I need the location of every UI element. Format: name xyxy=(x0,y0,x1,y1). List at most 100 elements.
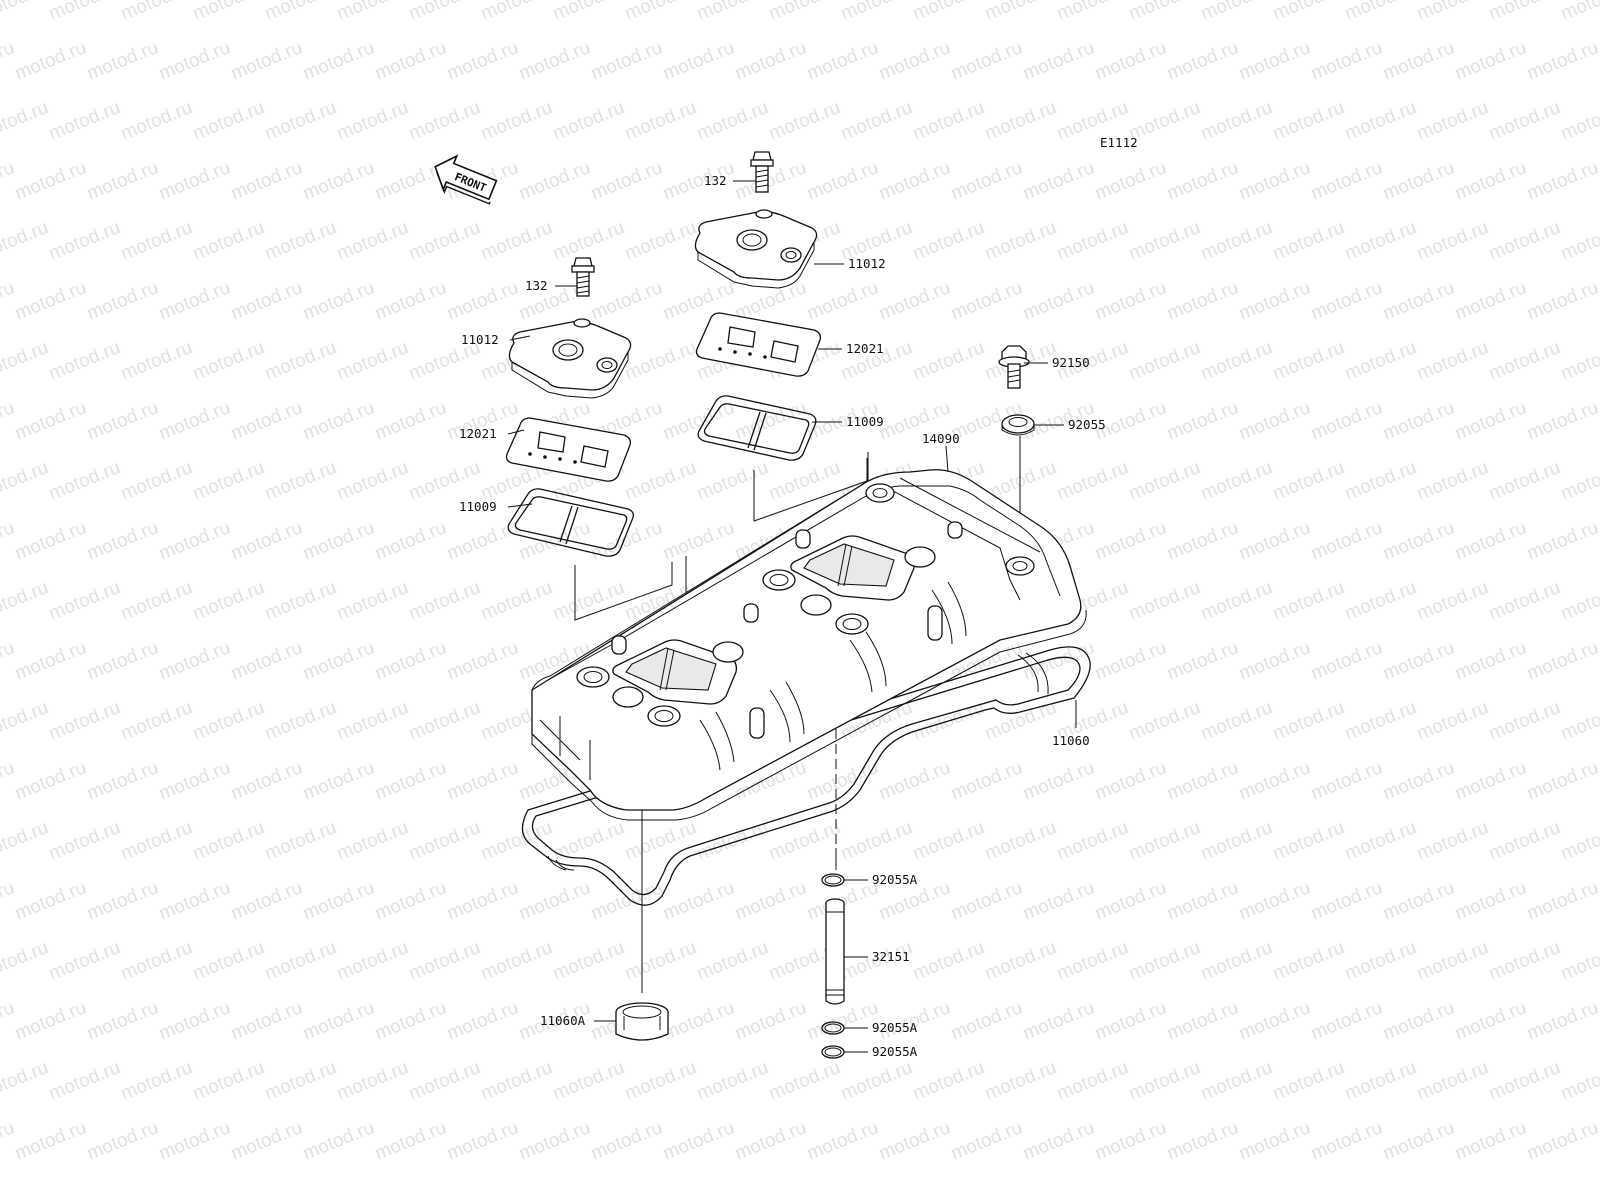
watermark-text: motod.ru xyxy=(334,457,411,505)
watermark-text: motod.ru xyxy=(694,97,771,145)
gasket-left xyxy=(507,488,634,557)
watermark-text: motod.ru xyxy=(588,37,665,85)
watermark-text: motod.ru xyxy=(1198,937,1275,985)
watermark-text: motod.ru xyxy=(804,757,881,805)
watermark-text: motod.ru xyxy=(1092,997,1169,1045)
watermark-text: motod.ru xyxy=(766,97,843,145)
watermark-text: motod.ru xyxy=(372,157,449,205)
valve-cover-gasket xyxy=(521,646,1091,906)
watermark-text: motod.ru xyxy=(228,397,305,445)
watermark-text: motod.ru xyxy=(478,1057,555,1105)
label-plug-gasket: 11060A xyxy=(540,1013,586,1028)
watermark-text: motod.ru xyxy=(1236,637,1313,685)
watermark-text: motod.ru xyxy=(334,217,411,265)
watermark-text: motod.ru xyxy=(1020,757,1097,805)
watermark-text: motod.ru xyxy=(1524,877,1600,925)
label-plate-left: 12021 xyxy=(459,426,497,441)
watermark-text: motod.ru xyxy=(1270,0,1347,25)
watermark-text: motod.ru xyxy=(118,457,195,505)
watermark-text: motod.ru xyxy=(84,397,161,445)
watermark-text: motod.ru xyxy=(766,817,843,865)
watermark-text: motod.ru xyxy=(0,37,17,85)
watermark-text: motod.ru xyxy=(12,997,89,1045)
watermark-text: motod.ru xyxy=(118,937,195,985)
watermark-text: motod.ru xyxy=(444,1117,521,1165)
watermark-text: motod.ru xyxy=(1558,817,1600,865)
watermark-text: motod.ru xyxy=(478,937,555,985)
watermark-text: motod.ru xyxy=(1092,277,1169,325)
watermark-text: motod.ru xyxy=(838,97,915,145)
labels: 132 132 11012 11012 12021 12021 11009 11… xyxy=(459,173,1106,1059)
watermark-text: motod.ru xyxy=(1414,0,1491,25)
watermark-text: motod.ru xyxy=(46,817,123,865)
watermark-text: motod.ru xyxy=(84,637,161,685)
label-bolt-left: 132 xyxy=(525,278,548,293)
watermark-text: motod.ru xyxy=(156,277,233,325)
watermark-text: motod.ru xyxy=(46,97,123,145)
watermark-text: motod.ru xyxy=(1486,1057,1563,1105)
watermark-text: motod.ru xyxy=(1486,217,1563,265)
oring-top xyxy=(821,873,845,887)
watermark-text: motod.ru xyxy=(1236,277,1313,325)
watermark-text: motod.ru xyxy=(1342,0,1419,25)
watermark-text: motod.ru xyxy=(694,817,771,865)
watermark-text: motod.ru xyxy=(0,637,17,685)
watermark-text: motod.ru xyxy=(1486,697,1563,745)
watermark-text: motod.ru xyxy=(156,37,233,85)
watermark-text: motod.ru xyxy=(300,757,377,805)
watermark-text: motod.ru xyxy=(550,0,627,25)
cap-right xyxy=(694,209,818,289)
watermark-text: motod.ru xyxy=(228,637,305,685)
watermark-text: motod.ru xyxy=(732,877,809,925)
watermark-text: motod.ru xyxy=(1236,757,1313,805)
watermark-text: motod.ru xyxy=(84,277,161,325)
watermark-text: motod.ru xyxy=(262,97,339,145)
watermark-text: motod.ru xyxy=(1054,937,1131,985)
watermark-text: motod.ru xyxy=(1414,457,1491,505)
watermark-text: motod.ru xyxy=(804,997,881,1045)
watermark-text: motod.ru xyxy=(0,1057,51,1105)
watermark-text: motod.ru xyxy=(334,337,411,385)
watermark-text: motod.ru xyxy=(910,337,987,385)
watermark-text: motod.ru xyxy=(334,0,411,25)
watermark-text: motod.ru xyxy=(876,37,953,85)
watermark-text: motod.ru xyxy=(156,877,233,925)
watermark-text: motod.ru xyxy=(478,217,555,265)
watermark-text: motod.ru xyxy=(1054,457,1131,505)
watermark-text: motod.ru xyxy=(0,517,17,565)
plate-right xyxy=(695,312,822,377)
watermark-text: motod.ru xyxy=(190,337,267,385)
watermark-text: motod.ru xyxy=(766,457,843,505)
watermark-text: motod.ru xyxy=(766,1057,843,1105)
watermark-text: motod.ru xyxy=(732,37,809,85)
watermark-text: motod.ru xyxy=(46,337,123,385)
watermark-text: motod.ru xyxy=(478,97,555,145)
watermark-text: motod.ru xyxy=(1308,637,1385,685)
watermark-text: motod.ru xyxy=(876,277,953,325)
watermark-text: motod.ru xyxy=(1342,337,1419,385)
cap-left xyxy=(508,318,632,399)
watermark-text: motod.ru xyxy=(406,0,483,25)
watermark-text: motod.ru xyxy=(0,697,51,745)
watermark-text: motod.ru xyxy=(1270,577,1347,625)
watermark-text: motod.ru xyxy=(228,877,305,925)
watermark-text: motod.ru xyxy=(694,457,771,505)
watermark-text: motod.ru xyxy=(660,877,737,925)
washer-cover xyxy=(1001,414,1035,436)
watermark-text: motod.ru xyxy=(1236,1117,1313,1165)
watermark-text: motod.ru xyxy=(1054,1057,1131,1105)
watermark-text: motod.ru xyxy=(1092,757,1169,805)
watermark-text: motod.ru xyxy=(156,157,233,205)
watermark-text: motod.ru xyxy=(118,1057,195,1105)
watermark-text: motod.ru xyxy=(1558,217,1600,265)
watermark-text: motod.ru xyxy=(262,337,339,385)
watermark-text: motod.ru xyxy=(156,517,233,565)
watermark-text: motod.ru xyxy=(1342,697,1419,745)
watermark-text: motod.ru xyxy=(550,937,627,985)
watermark-text: motod.ru xyxy=(910,0,987,25)
watermark-text: motod.ru xyxy=(406,217,483,265)
watermark-text: motod.ru xyxy=(1452,877,1529,925)
watermark-text: motod.ru xyxy=(1020,1117,1097,1165)
watermark-text: motod.ru xyxy=(0,757,17,805)
watermark-text: motod.ru xyxy=(1452,37,1529,85)
